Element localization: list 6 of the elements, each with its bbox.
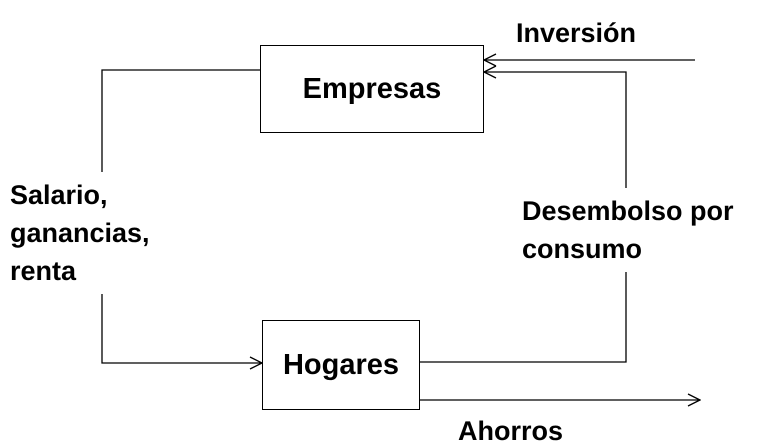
process-box xyxy=(260,45,484,133)
box-label: Hogares xyxy=(282,348,400,383)
arrow xyxy=(420,393,701,407)
box-label: Empresas xyxy=(302,72,442,107)
arrow xyxy=(483,53,695,67)
process-box xyxy=(262,320,420,410)
